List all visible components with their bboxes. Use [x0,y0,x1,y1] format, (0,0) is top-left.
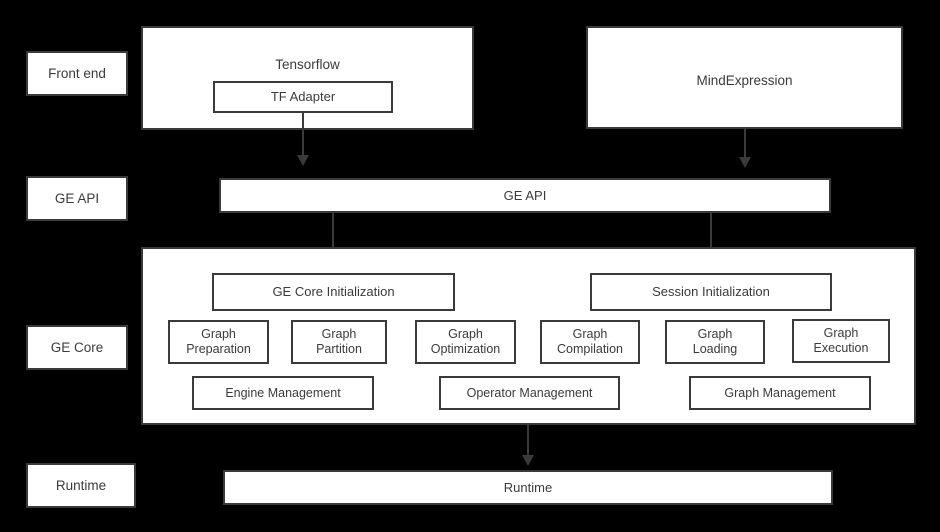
stage-graph-partition: Graph Partition [291,320,387,364]
ge-api-bar: GE API [219,178,831,213]
arrow-line-mindexpression-to-geapi [744,129,746,159]
runtime-bar: Runtime [223,470,833,505]
graph-management-box: Graph Management [689,376,871,410]
mindexpression-title: MindExpression [696,73,793,88]
stage-graph-loading: Graph Loading [665,320,765,364]
arrow-head-mindexpression-to-geapi [739,157,751,168]
arrow-line-gecore-to-runtime [527,425,529,458]
tensorflow-title: Tensorflow [275,57,340,72]
arrow-line-geapi-to-sessioninit [710,213,712,255]
layer-label-runtime: Runtime [26,463,136,508]
layer-label-ge-core: GE Core [26,325,128,370]
tensorflow-group: Tensorflow [141,26,474,130]
operator-management-box: Operator Management [439,376,620,410]
layer-label-front-end: Front end [26,51,128,96]
stage-graph-optimization: Graph Optimization [415,320,516,364]
stage-graph-preparation: Graph Preparation [168,320,269,364]
layer-label-ge-api: GE API [26,176,128,221]
arrow-head-gecore-to-runtime [522,455,534,466]
arrow-head-tfadapter-to-geapi [297,155,309,166]
stage-graph-execution: Graph Execution [792,319,890,363]
stage-graph-compilation: Graph Compilation [540,320,640,364]
tf-adapter-box: TF Adapter [213,81,393,113]
arrow-line-geapi-to-gecoreinit [332,213,334,255]
arrow-line-tfadapter-to-geapi [302,113,304,157]
ge-core-initialization-box: GE Core Initialization [212,273,455,311]
engine-management-box: Engine Management [192,376,374,410]
session-initialization-box: Session Initialization [590,273,832,311]
mindexpression-group: MindExpression [586,26,903,129]
